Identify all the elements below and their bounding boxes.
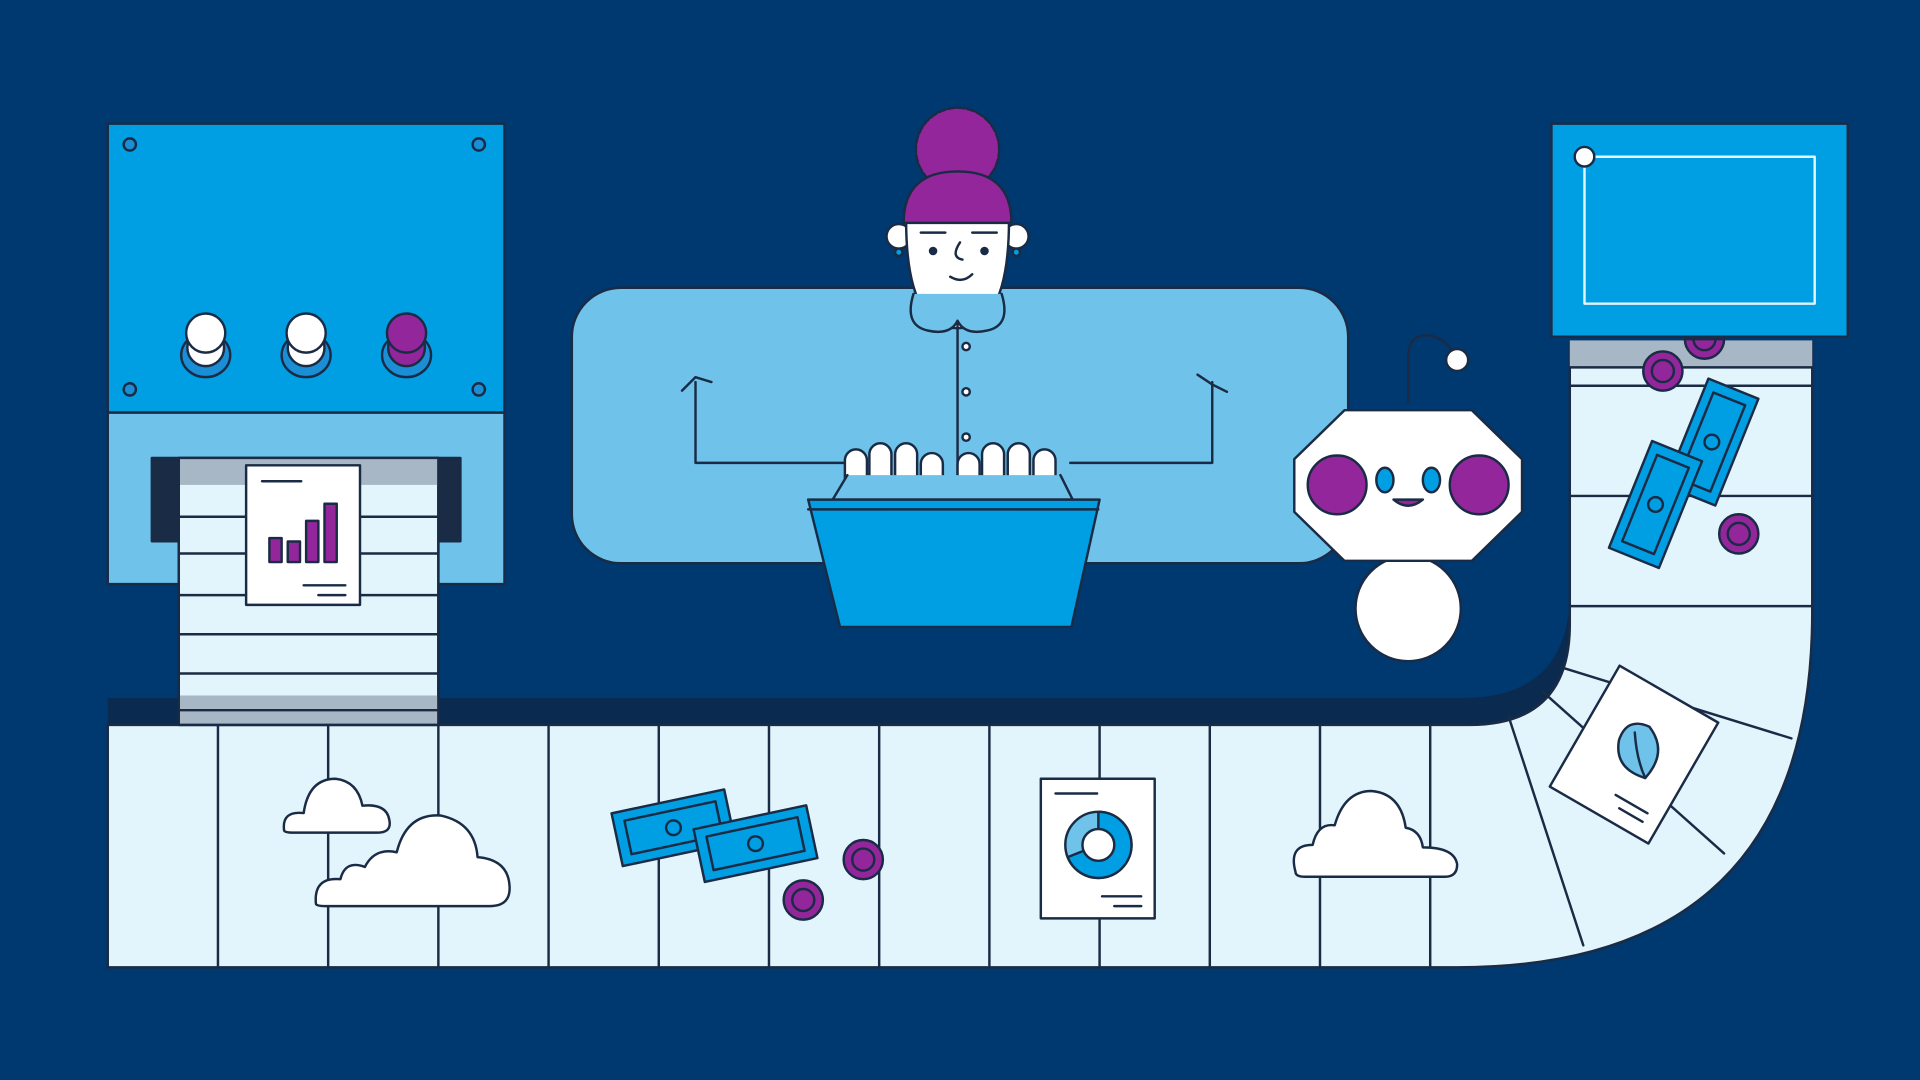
monitor	[1550, 122, 1849, 338]
robot-head	[1293, 408, 1524, 563]
coin-icon	[1683, 337, 1726, 360]
laptop	[806, 473, 1101, 629]
knob-2	[280, 312, 332, 379]
control-panel	[106, 122, 506, 727]
panel-screws	[122, 137, 487, 397]
report-bar	[286, 540, 302, 564]
left-arm	[694, 380, 847, 465]
coin-icon	[1642, 350, 1684, 392]
knob-1	[180, 312, 232, 379]
report-bar	[268, 536, 283, 564]
banknote-icon	[692, 804, 819, 884]
knob-3	[380, 312, 433, 379]
banknote-icon	[1607, 439, 1704, 570]
bar-chart-document-icon	[244, 464, 362, 607]
report-bar	[323, 502, 338, 564]
coin-icon	[842, 838, 885, 881]
hair	[902, 170, 1013, 225]
cloud-icon	[282, 777, 391, 834]
desk-area	[570, 106, 1350, 629]
cloud-icon	[314, 814, 511, 908]
robot-assistant	[1293, 334, 1524, 663]
coin-icon	[782, 879, 825, 921]
report-chart-bars	[268, 502, 338, 564]
report-bar	[304, 519, 320, 564]
robot-body	[1354, 554, 1463, 663]
monitor-screen	[1583, 155, 1816, 305]
leaf-document-icon	[1548, 664, 1720, 845]
coin-icon	[1717, 513, 1760, 555]
pie-chart-document-icon	[1039, 777, 1156, 920]
cloud-icon	[1292, 789, 1459, 878]
right-arm	[1068, 380, 1214, 465]
